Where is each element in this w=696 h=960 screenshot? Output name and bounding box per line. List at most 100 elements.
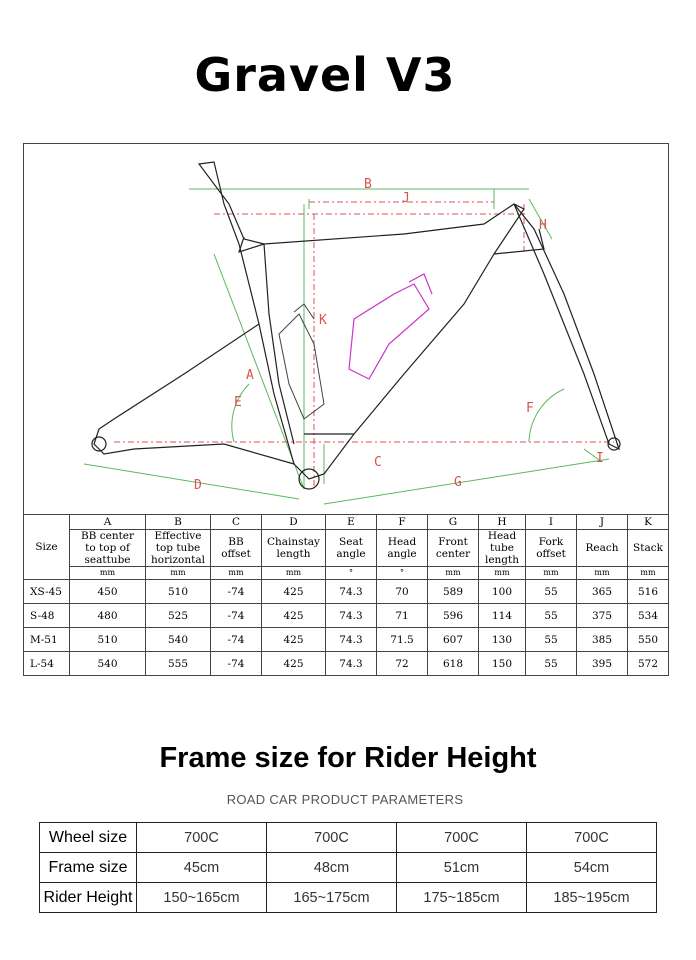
- value-cell: 55: [525, 627, 577, 652]
- value-cell: 55: [525, 603, 577, 628]
- value-cell: 54cm: [526, 852, 657, 883]
- col-letter: H: [478, 514, 526, 530]
- row-label: Frame size: [39, 852, 137, 883]
- value-cell: 425: [261, 603, 326, 628]
- value-cell: -74: [210, 603, 262, 628]
- value-cell: 74.3: [325, 627, 377, 652]
- label-a: A: [246, 368, 254, 383]
- col-letter: F: [376, 514, 428, 530]
- value-cell: 45cm: [136, 852, 267, 883]
- value-cell: 540: [69, 651, 146, 676]
- geometry-unit-row: mm mm mm mm ° ° mm mm mm mm mm: [24, 566, 669, 580]
- value-cell: 607: [427, 627, 479, 652]
- value-cell: 596: [427, 603, 479, 628]
- value-cell: 130: [478, 627, 526, 652]
- value-cell: 572: [627, 651, 669, 676]
- value-cell: 450: [69, 579, 146, 604]
- value-cell: 365: [576, 579, 628, 604]
- value-cell: 395: [576, 651, 628, 676]
- col-unit: mm: [627, 566, 669, 580]
- label-j: J: [402, 191, 410, 206]
- table-row: Wheel size 700C 700C 700C 700C: [39, 822, 657, 853]
- value-cell: 385: [576, 627, 628, 652]
- frame-drawing: B J H K A E C D G F I: [83, 161, 621, 505]
- value-cell: 516: [627, 579, 669, 604]
- dim-guide-i: [583, 448, 603, 463]
- value-cell: 525: [145, 603, 211, 628]
- label-c: C: [374, 455, 382, 470]
- col-letter: J: [576, 514, 628, 530]
- col-unit: °: [325, 566, 377, 580]
- label-f: F: [526, 401, 534, 416]
- col-unit: mm: [210, 566, 262, 580]
- value-cell: 700C: [266, 822, 397, 853]
- col-letter: D: [261, 514, 326, 530]
- page-title: Gravel V3: [194, 48, 456, 102]
- dim-guide-d: [83, 463, 300, 500]
- value-cell: 100: [478, 579, 526, 604]
- col-unit: °: [376, 566, 428, 580]
- col-unit: mm: [576, 566, 628, 580]
- rider-height-table: Wheel size 700C 700C 700C 700C Frame siz…: [39, 822, 657, 913]
- value-cell: 540: [145, 627, 211, 652]
- value-cell: 175~185cm: [396, 882, 527, 913]
- size-cell: XS-45: [23, 579, 70, 604]
- frame-outline: [91, 161, 621, 490]
- geometry-letter-row: Size A B C D E F G H I J K: [23, 514, 669, 580]
- col-letter: E: [325, 514, 377, 530]
- col-letter: A: [69, 514, 146, 530]
- value-cell: -74: [210, 579, 262, 604]
- value-cell: -74: [210, 627, 262, 652]
- label-k: K: [319, 313, 327, 328]
- rider-section-heading: Frame size for Rider Height: [159, 742, 537, 774]
- value-cell: 70: [376, 579, 428, 604]
- col-unit: mm: [69, 566, 146, 580]
- value-cell: 74.3: [325, 579, 377, 604]
- table-row: Frame size 45cm 48cm 51cm 54cm: [39, 852, 657, 883]
- table-row: L-54 540 555 -74 425 74.3 72 618 150 55 …: [23, 651, 669, 676]
- label-h: H: [539, 218, 547, 233]
- col-unit: mm: [478, 566, 526, 580]
- value-cell: 185~195cm: [526, 882, 657, 913]
- col-unit: mm: [261, 566, 326, 580]
- label-i: I: [596, 451, 604, 466]
- value-cell: 48cm: [266, 852, 397, 883]
- value-cell: 425: [261, 651, 326, 676]
- col-unit: mm: [145, 566, 211, 580]
- table-row: S-48 480 525 -74 425 74.3 71 596 114 55 …: [23, 603, 669, 628]
- col-name: Reach: [576, 529, 628, 567]
- col-name: Stack: [627, 529, 669, 567]
- value-cell: 510: [69, 627, 146, 652]
- value-cell: 425: [261, 579, 326, 604]
- size-cell: L-54: [23, 651, 70, 676]
- col-letter: B: [145, 514, 211, 530]
- size-cell: S-48: [23, 603, 70, 628]
- bottle-grey: [278, 303, 325, 420]
- col-letter: C: [210, 514, 262, 530]
- value-cell: 700C: [526, 822, 657, 853]
- row-label: Rider Height: [39, 882, 137, 913]
- value-cell: 375: [576, 603, 628, 628]
- col-unit: mm: [525, 566, 577, 580]
- bottle-magenta: [348, 273, 433, 380]
- label-e: E: [234, 395, 242, 410]
- size-header: Size: [23, 514, 70, 580]
- dim-guide-a: [213, 253, 305, 490]
- value-cell: 425: [261, 627, 326, 652]
- value-cell: 618: [427, 651, 479, 676]
- dim-guide-h: [528, 198, 553, 240]
- frame-geometry-diagram: B J H K A E C D G F I: [23, 143, 669, 515]
- value-cell: 480: [69, 603, 146, 628]
- value-cell: 700C: [396, 822, 527, 853]
- value-cell: 555: [145, 651, 211, 676]
- value-cell: -74: [210, 651, 262, 676]
